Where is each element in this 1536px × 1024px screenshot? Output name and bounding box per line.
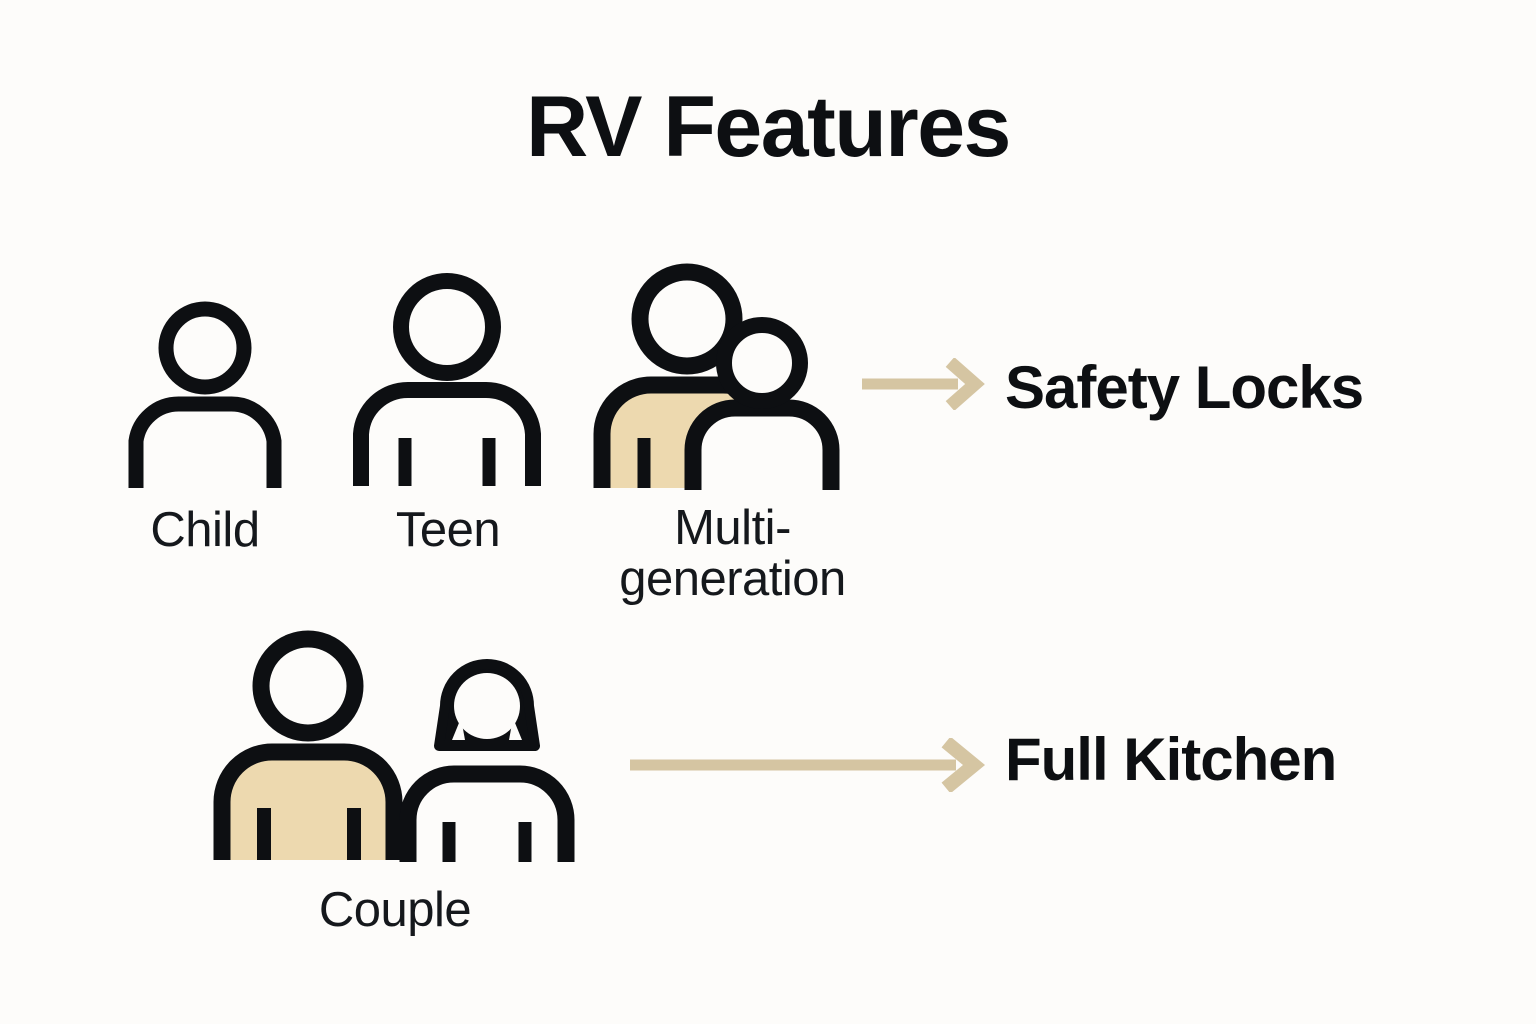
people-multigeneration-icon (592, 262, 842, 494)
person-teen-icon (350, 272, 545, 494)
people-couple-icon (212, 630, 577, 865)
feature-label-safety-locks: Safety Locks (1005, 354, 1364, 421)
caption-child: Child (150, 503, 260, 557)
caption-couple: Couple (318, 883, 472, 937)
person-child-icon (125, 300, 285, 495)
feature-label-full-kitchen: Full Kitchen (1005, 726, 1337, 793)
page-title: RV Features (526, 79, 1011, 175)
arrow-right-icon (858, 357, 988, 411)
caption-teen: Teen (395, 503, 501, 557)
arrow-right-long-icon (626, 736, 991, 794)
caption-multi-generation: Multi- generation (619, 501, 846, 607)
